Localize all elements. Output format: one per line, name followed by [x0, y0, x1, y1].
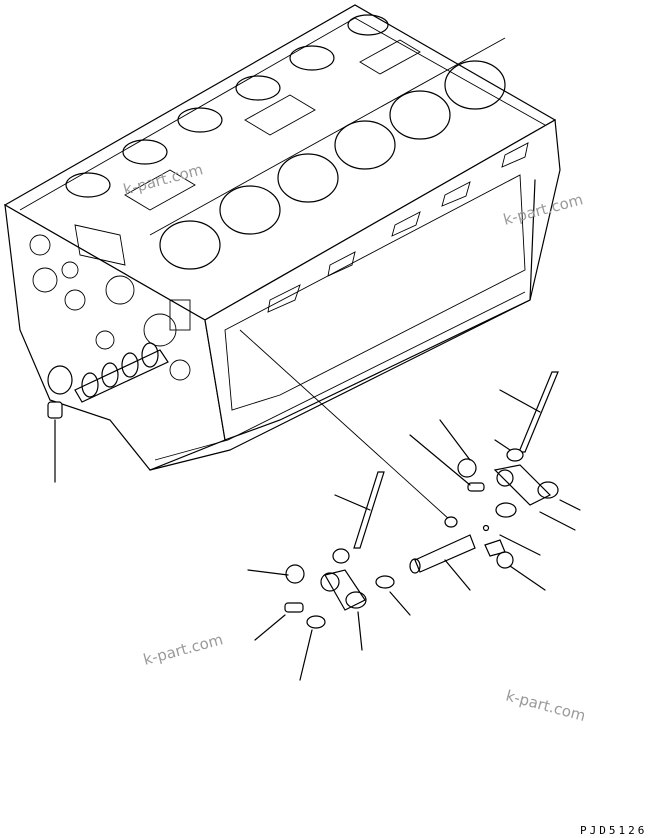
- leader-line: [239, 329, 451, 521]
- watermark: k-part.com: [504, 686, 588, 725]
- rocker-assembly-left: [247, 548, 411, 681]
- rocker-assembly-right: [409, 419, 581, 531]
- watermark: k-part.com: [141, 630, 225, 669]
- bolt: [482, 524, 546, 591]
- drawing-code: PJD5126: [580, 824, 647, 837]
- rocker-shaft: [409, 516, 476, 591]
- camshaft: [47, 342, 169, 403]
- plug-part: [47, 401, 63, 483]
- engine-block: [3, 4, 561, 471]
- push-rod-left: [334, 471, 385, 549]
- cylinder-bores: [65, 14, 506, 270]
- push-rod-right: [499, 371, 559, 453]
